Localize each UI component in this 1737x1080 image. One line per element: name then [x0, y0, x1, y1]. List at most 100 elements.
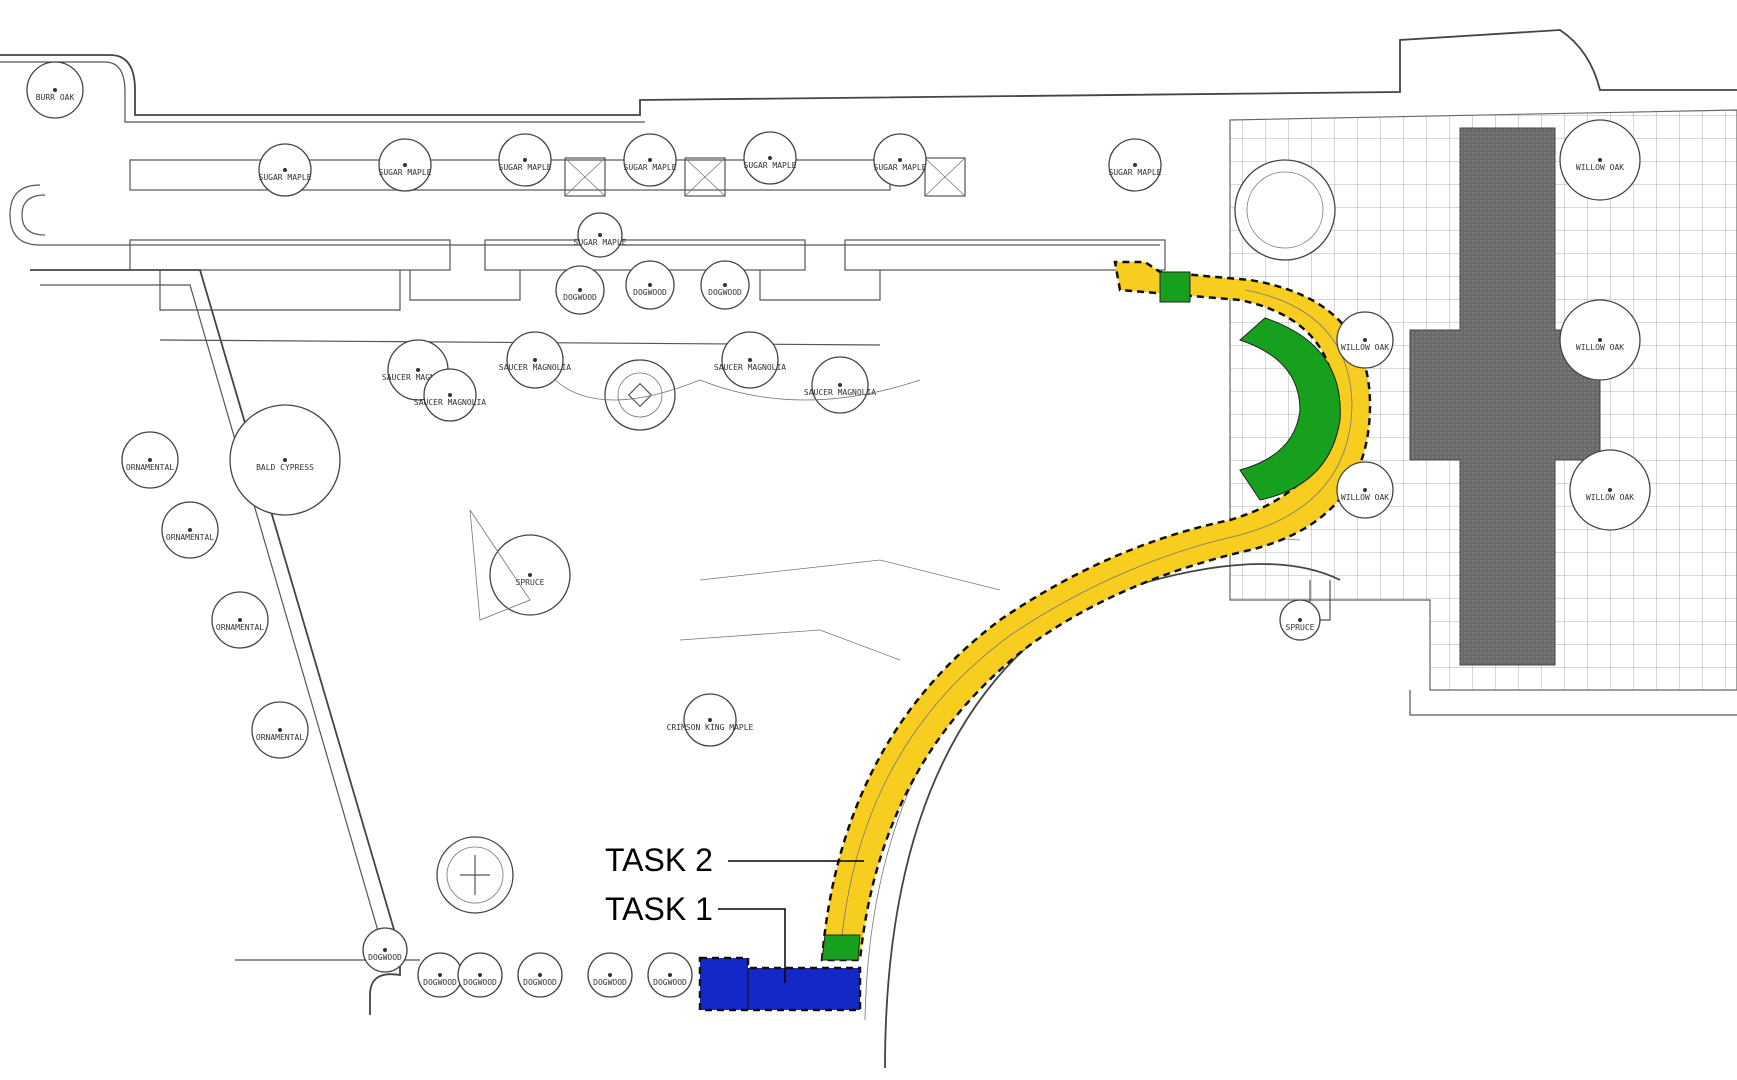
tree-label: SPRUCE: [516, 578, 545, 587]
tree-trunk-dot: [278, 728, 282, 732]
tree-label: SAUCER MAGNOLIA: [499, 363, 571, 372]
tree: SAUCER MAGNOLIA: [414, 368, 486, 422]
tree: SAUCER MAGNOLIA: [499, 331, 571, 389]
tree-trunk-dot: [1598, 158, 1602, 162]
tree-trunk-dot: [1363, 338, 1367, 342]
tree-label: WILLOW OAK: [1576, 163, 1624, 172]
tree-trunk-dot: [478, 973, 482, 977]
tree-label: SAUCER MAGNOLIA: [714, 363, 786, 372]
tree: SUGAR MAPLE: [258, 143, 312, 197]
tree: DOGWOOD: [625, 260, 675, 310]
tree-label: DOGWOOD: [633, 288, 667, 297]
tree-label: SAUCER MAGNOLIA: [382, 373, 454, 382]
tree-label: DOGWOOD: [593, 978, 627, 987]
tree-label: WILLOW OAK: [1341, 493, 1389, 502]
tree-label: SAUCER MAGNOLIA: [414, 398, 486, 407]
tree-trunk-dot: [723, 283, 727, 287]
tree: WILLOW OAK: [1336, 461, 1394, 519]
tree: SUGAR MAPLE: [574, 212, 627, 258]
tree-label: DOGWOOD: [708, 288, 742, 297]
tree: SPRUCE: [1279, 599, 1321, 641]
paved-cross: [1409, 127, 1601, 666]
tree: ORNAMENTAL: [121, 431, 179, 489]
tree: DOGWOOD: [700, 260, 750, 310]
tree-trunk-dot: [768, 156, 772, 160]
fountain: [604, 359, 676, 431]
tree: SAUCER MAGNOLIA: [714, 331, 786, 389]
tree-trunk-dot: [283, 458, 287, 462]
tree-trunk-dot: [708, 718, 712, 722]
tree: SUGAR MAPLE: [1108, 138, 1162, 192]
tree: DOGWOOD: [417, 952, 463, 998]
tree-label: DOGWOOD: [563, 293, 597, 302]
tree-label: ORNAMENTAL: [216, 623, 264, 632]
tree-label: SUGAR MAPLE: [624, 163, 677, 172]
tree-trunk-dot: [578, 288, 582, 292]
tree: DOGWOOD: [555, 265, 605, 315]
tree-label: WILLOW OAK: [1576, 343, 1624, 352]
tree-trunk-dot: [748, 358, 752, 362]
tree: SUGAR MAPLE: [498, 133, 552, 187]
tree-trunk-dot: [838, 383, 842, 387]
tree: DOGWOOD: [362, 927, 408, 973]
tree: SAUCER MAGNOLIA: [804, 356, 876, 414]
tree: SUGAR MAPLE: [378, 138, 432, 192]
tree-trunk-dot: [148, 458, 152, 462]
tree: SUGAR MAPLE: [743, 131, 797, 185]
tree: WILLOW OAK: [1336, 311, 1394, 369]
tree-trunk-dot: [538, 973, 542, 977]
tree: ORNAMENTAL: [251, 701, 309, 759]
tree: BURR OAK: [26, 61, 84, 119]
tree-label: SUGAR MAPLE: [1109, 168, 1162, 177]
tree-trunk-dot: [53, 88, 57, 92]
tree-trunk-dot: [533, 358, 537, 362]
tree-label: WILLOW OAK: [1586, 493, 1634, 502]
tree-trunk-dot: [1298, 618, 1302, 622]
task2-green-segments: [821, 271, 1341, 961]
tree-label: DOGWOOD: [368, 953, 402, 962]
tree-trunk-dot: [188, 528, 192, 532]
tree: BALD CYPRESS: [229, 404, 341, 516]
tree-trunk-dot: [898, 158, 902, 162]
tree-trunk-dot: [383, 948, 387, 952]
tree-trunk-dot: [608, 973, 612, 977]
tree-label: BALD CYPRESS: [256, 463, 314, 472]
tree: CRIMSON KING MAPLE: [667, 693, 754, 747]
tree-trunk-dot: [668, 973, 672, 977]
tree: SUGAR MAPLE: [873, 133, 927, 187]
tree-label: DOGWOOD: [653, 978, 687, 987]
task1-label: TASK 1: [605, 891, 713, 927]
plan-symbols: [436, 159, 1336, 914]
tree-label: DOGWOOD: [423, 978, 457, 987]
tree-trunk-dot: [403, 163, 407, 167]
tree-label: BURR OAK: [36, 93, 75, 102]
walkway-outline: [864, 538, 1341, 1069]
tree-trunk-dot: [528, 573, 532, 577]
tree-label: SUGAR MAPLE: [574, 238, 627, 247]
tree: WILLOW OAK: [1569, 449, 1651, 531]
tree-trunk-dot: [416, 368, 420, 372]
tree-trunk-dot: [648, 283, 652, 287]
tree: DOGWOOD: [587, 952, 633, 998]
tree-trunk-dot: [598, 233, 602, 237]
tree-label: SUGAR MAPLE: [379, 168, 432, 177]
tree-label: DOGWOOD: [463, 978, 497, 987]
tree-label: ORNAMENTAL: [256, 733, 304, 742]
task1-block: [698, 956, 862, 1012]
tree: SPRUCE: [489, 534, 571, 616]
tree-label: WILLOW OAK: [1341, 343, 1389, 352]
tree-trunk-dot: [1608, 488, 1612, 492]
tree-label: ORNAMENTAL: [126, 463, 174, 472]
tree-trunk-dot: [238, 618, 242, 622]
tree-trunk-dot: [1133, 163, 1137, 167]
tree-label: SUGAR MAPLE: [499, 163, 552, 172]
tree-label: SUGAR MAPLE: [744, 161, 797, 170]
tree-trunk-dot: [283, 168, 287, 172]
trees: BURR OAK SUGAR MAPLE SUGAR MAPLE SUGAR MAPL…: [26, 61, 1651, 998]
tree-trunk-dot: [648, 158, 652, 162]
tree: WILLOW OAK: [1559, 299, 1641, 381]
tree: WILLOW OAK: [1559, 119, 1641, 201]
tree-label: SAUCER MAGNOLIA: [804, 388, 876, 397]
tree: DOGWOOD: [517, 952, 563, 998]
